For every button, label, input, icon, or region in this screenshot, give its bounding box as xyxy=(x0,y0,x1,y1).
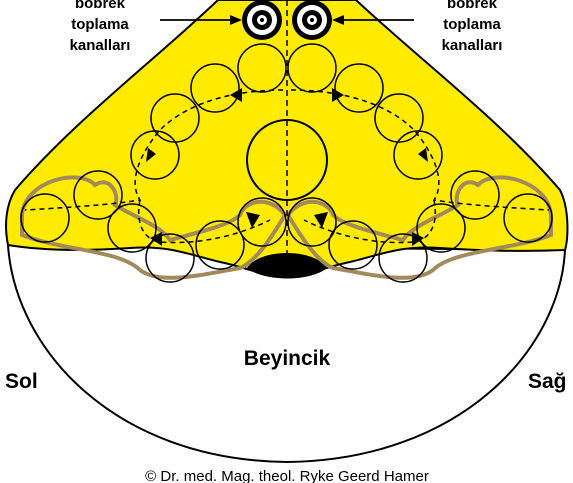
right-callout-line1: böbrek xyxy=(447,0,498,12)
copyright-text: © Dr. med. Mag. theol. Ryke Geerd Hamer xyxy=(145,468,429,483)
right-target-icon xyxy=(292,0,332,40)
side-label-left: Sol xyxy=(5,370,38,393)
left-callout-line1: böbrek xyxy=(75,0,126,12)
left-callout-line2: toplama xyxy=(71,16,129,33)
left-callout-line3: kanalları xyxy=(70,37,131,54)
right-callout-line2: toplama xyxy=(443,16,501,33)
side-label-right: Sağ xyxy=(528,370,567,393)
cerebellum-label: Beyincik xyxy=(244,347,331,370)
left-target-icon xyxy=(242,0,282,40)
right-callout-line3: kanalları xyxy=(442,37,503,54)
